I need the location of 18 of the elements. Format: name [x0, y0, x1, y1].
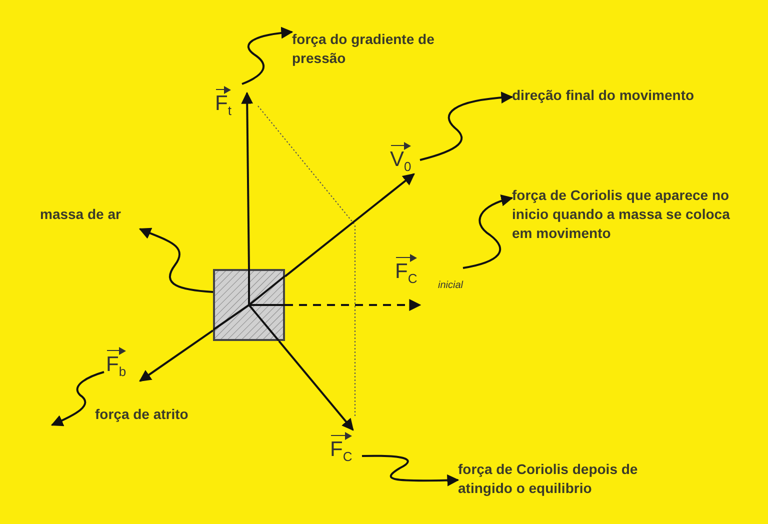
wavy-arrow [462, 194, 514, 269]
description-text: força do gradiente de pressão [292, 30, 482, 78]
vector-arrow [284, 173, 415, 278]
wavy-arrow [138, 228, 214, 293]
wavy-arrow [362, 454, 460, 486]
description-text: força de Coriolis que aparece no inicio quando a massa se coloca em movimento [512, 186, 737, 252]
vector-arrow [139, 330, 214, 382]
vector-arrow [241, 92, 254, 270]
description-text: massa de ar [40, 205, 170, 229]
vector-arrow [278, 340, 354, 431]
subscript-note: inicial [438, 280, 463, 291]
description-text: direção final do movimento [512, 86, 747, 110]
wavy-arrow [50, 371, 104, 426]
description-text: força de Coriolis depois de atingido o equilibrio [458, 460, 643, 504]
description-text: força de atrito [95, 405, 190, 424]
dashed-arrow [285, 299, 422, 311]
wavy-arrow [242, 27, 294, 85]
wavy-arrow [420, 92, 514, 161]
